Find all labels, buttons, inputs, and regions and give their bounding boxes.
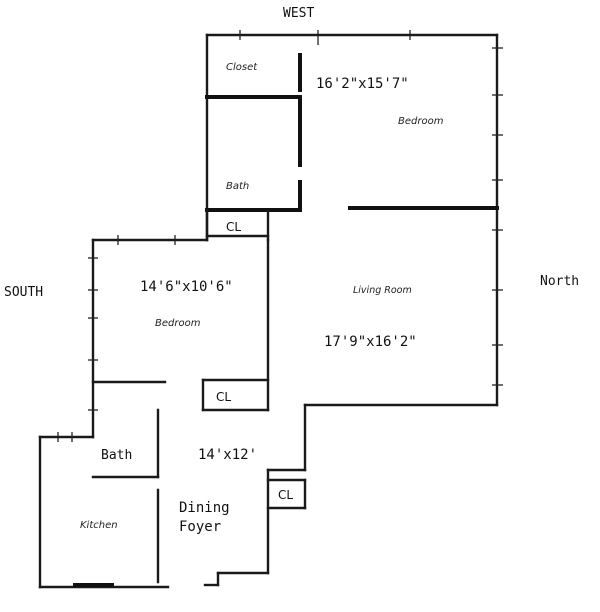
compass-south: SOUTH bbox=[4, 285, 43, 300]
label-living-dims: 17'9"x16'2" bbox=[324, 334, 417, 350]
label-bedroom-south-dims: 14'6"x10'6" bbox=[140, 279, 233, 295]
compass-north: North bbox=[540, 274, 579, 289]
label-cl-lower: CL bbox=[278, 488, 293, 502]
label-bedroom-north-dims: 16'2"x15'7" bbox=[316, 76, 409, 92]
label-cl-upper: CL bbox=[226, 220, 241, 234]
label-foyer-dims: 14'x12' bbox=[198, 447, 257, 463]
label-closet: Closet bbox=[226, 62, 258, 73]
label-dining: Dining bbox=[179, 500, 230, 516]
outer-walls bbox=[38, 33, 499, 589]
label-bath-upper: Bath bbox=[226, 181, 249, 192]
interior-walls bbox=[73, 53, 499, 587]
label-bedroom-north: Bedroom bbox=[398, 116, 444, 127]
label-bath-lower: Bath bbox=[101, 448, 132, 463]
label-living: Living Room bbox=[353, 285, 412, 296]
label-foyer: Foyer bbox=[179, 519, 221, 535]
compass-west: WEST bbox=[283, 6, 314, 21]
label-kitchen: Kitchen bbox=[80, 520, 118, 531]
window-ticks bbox=[57, 30, 503, 442]
label-bedroom-south: Bedroom bbox=[155, 318, 201, 329]
label-cl-middle: CL bbox=[216, 390, 231, 404]
